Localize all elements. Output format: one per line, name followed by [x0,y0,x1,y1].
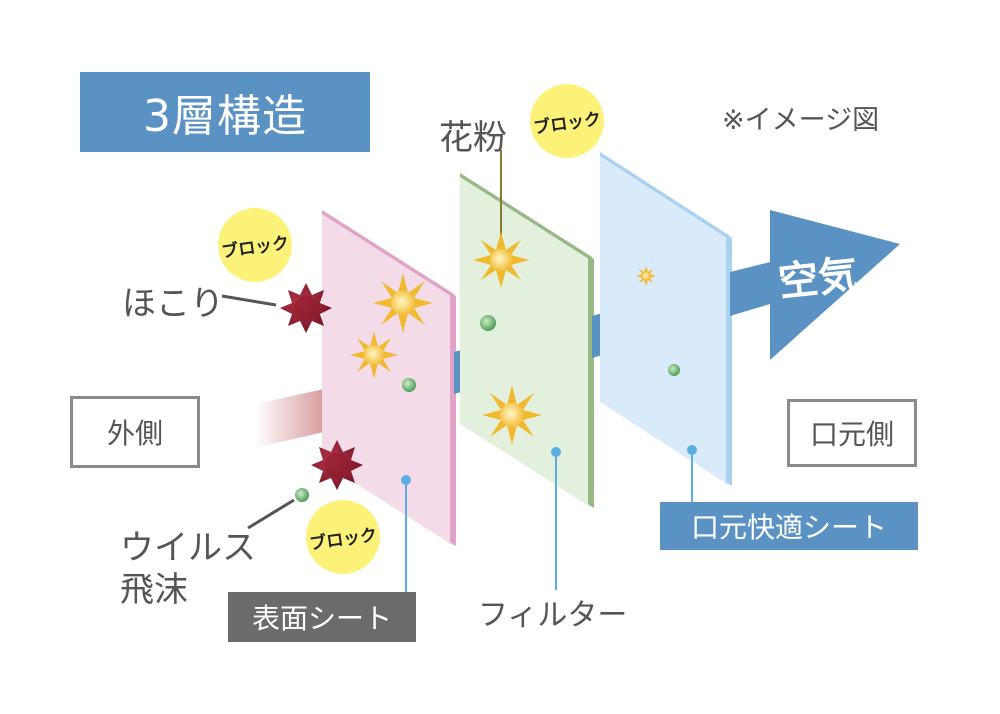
virus-leader-line [247,498,295,530]
virus-particle [402,378,416,392]
pollen-particle [636,266,656,286]
block-badge-dust: ブロック [218,208,292,282]
virus-particle [295,488,309,502]
diagram-title: 3層構造 [80,72,370,152]
filter-sheet-side [588,255,594,508]
block-badge-text: ブロック [220,232,291,263]
filter-tag-dot [551,447,561,457]
dust-particle [280,283,332,333]
filter-sheet-edge [460,173,592,261]
surface-sheet [322,210,454,546]
block-badge-virus: ブロック [306,500,380,574]
filter-sheet [460,173,592,508]
outside-label: 外側 [70,396,200,468]
air-label: 空気 [776,251,861,307]
virus-particle [480,315,496,331]
comfort-sheet-edge [600,152,730,240]
virus-label: ウイルス [120,528,256,568]
comfort-sheet-tag: 口元快適シート [660,502,918,550]
pollen-particle [350,331,398,379]
block-badge-pollen: ブロック [530,84,604,158]
image-note: ※イメージ図 [722,105,880,136]
block-badge-text: ブロック [308,524,379,555]
pollen-particle [473,232,529,288]
filter-tag: フィルター [478,598,628,633]
mouth-side-label: 口元側 [787,399,917,467]
comfort-tag-dot [687,445,697,455]
comfort-sheet [600,152,730,486]
dust-label: ほこり [122,284,224,324]
air-arrow [730,210,900,360]
dust-particle [311,440,363,490]
pollen-particle [482,385,542,445]
surface-sheet-edge [322,210,454,298]
pollen-label: 花粉 [439,118,507,158]
pollen-particle [373,273,433,333]
surface-sheet-side [450,292,456,546]
dust-leader-line [221,294,277,307]
droplet-label: 飛沫 [120,570,188,610]
surface-sheet-tag: 表面シート [228,592,416,642]
block-badge-text: ブロック [532,108,603,139]
virus-particle [668,364,680,376]
surface-tag-dot [401,475,411,485]
